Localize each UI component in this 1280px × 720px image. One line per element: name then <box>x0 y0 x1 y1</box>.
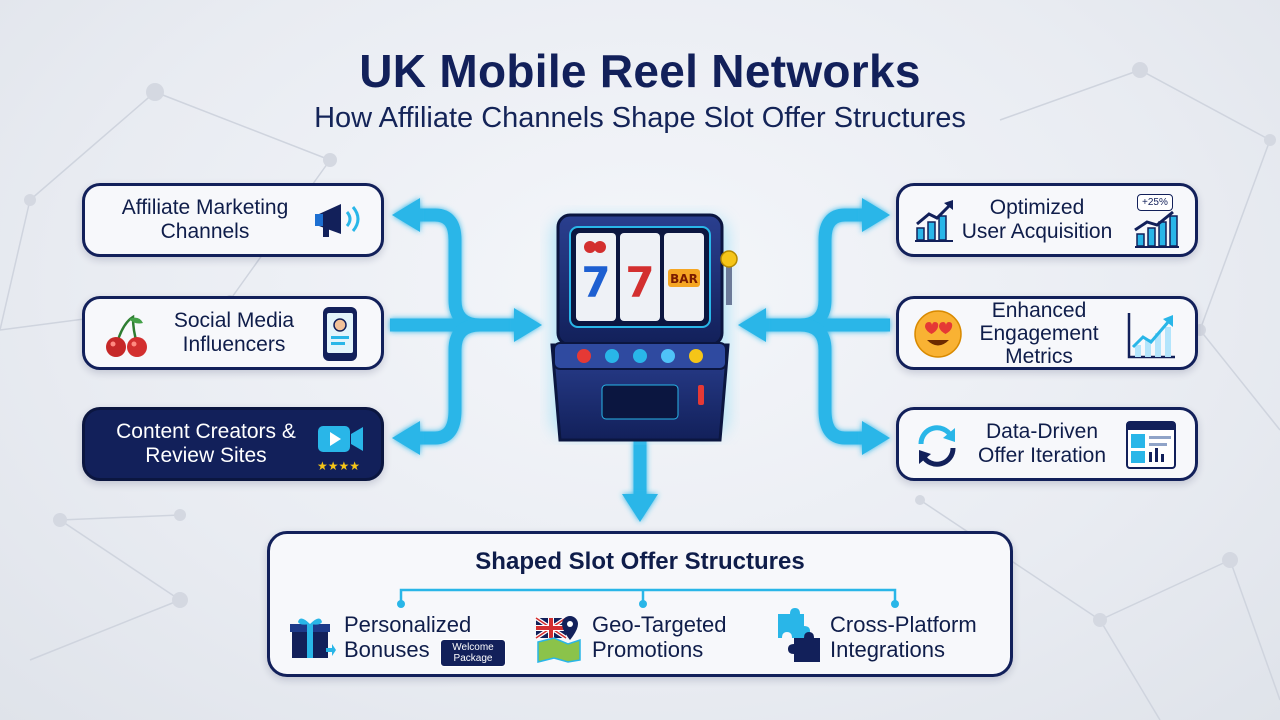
dashboard-window-icon <box>1126 421 1176 469</box>
card-label: Channels <box>160 220 250 243</box>
uk-map-pin-icon <box>534 616 581 663</box>
badge-text: Welcome <box>452 642 494 653</box>
puzzle-pieces-icon <box>778 608 820 662</box>
card-offer-iteration: Data-Driven Offer Iteration <box>896 407 1198 481</box>
bar-chart-icon <box>915 200 953 242</box>
offer-label: Geo-Targeted <box>592 612 727 637</box>
welcome-package-badge: Welcome Package <box>440 639 506 667</box>
reel-symbol: 7 <box>581 258 610 307</box>
panel-connector <box>397 588 899 608</box>
trend-chart-icon <box>1127 313 1175 359</box>
cherry-icon <box>106 314 147 357</box>
offer-cross-platform: Cross-Platform Integrations <box>774 604 1004 664</box>
arrow-right-bottom <box>799 318 870 445</box>
card-social-media: Social Media Influencers <box>82 296 384 370</box>
card-affiliate-marketing: Affiliate Marketing Channels <box>82 183 384 257</box>
refresh-cycle-icon <box>918 425 956 467</box>
card-label: User Acquisition <box>961 220 1113 243</box>
card-label: Affiliate Marketing <box>121 196 289 219</box>
panel-title: Shaped Slot Offer Structures <box>475 548 805 575</box>
page-title: UK Mobile Reel Networks <box>359 45 921 97</box>
reel-symbol: 7 <box>625 258 654 307</box>
offer-label: Cross-Platform <box>830 612 977 637</box>
arrow-left-top <box>405 208 520 332</box>
card-label: Metrics <box>1005 344 1073 368</box>
card-label: Enhanced <box>991 298 1087 322</box>
card-label: Social Media <box>173 309 295 332</box>
page-subtitle: How Affiliate Channels Shape Slot Offer … <box>314 102 966 134</box>
offer-geo-targeted: Geo-Targeted Promotions <box>534 604 754 664</box>
card-label: Optimized <box>989 196 1085 219</box>
video-camera-icon: ★★★★ <box>317 426 363 473</box>
offer-label: Promotions <box>592 637 704 662</box>
gift-box-icon <box>290 618 336 658</box>
offer-label: Bonuses <box>344 637 430 662</box>
smartphone-profile-icon <box>323 307 357 361</box>
card-label: Content Creators & <box>116 420 296 443</box>
card-label: Data-Driven <box>985 420 1099 443</box>
megaphone-icon <box>315 204 360 237</box>
reel-symbol: BAR <box>670 272 698 286</box>
offer-label: Personalized <box>344 612 472 637</box>
card-user-acquisition: Optimized User Acquisition +25% <box>896 183 1198 257</box>
card-label: Engagement <box>979 321 1099 345</box>
slot-machine-icon: 7 7 BAR <box>550 213 738 442</box>
growth-badge: +25% <box>1137 194 1173 211</box>
badge-text: Package <box>453 653 493 664</box>
offer-personalized-bonuses: Personalized Bonuses Welcome Package <box>288 604 518 667</box>
growth-chart-icon <box>1134 210 1179 248</box>
arrow-right-top <box>760 208 870 332</box>
heart-eyes-emoji-icon <box>914 310 962 358</box>
arrow-left-bottom <box>405 318 481 445</box>
card-label: Offer Iteration <box>977 444 1106 467</box>
card-content-creators: Content Creators & Review Sites ★★★★ <box>82 407 384 481</box>
shaped-offers-panel: Shaped Slot Offer Structures Personalize… <box>267 531 1013 677</box>
card-engagement-metrics: Enhanced Engagement Metrics <box>896 296 1198 370</box>
card-label: Influencers <box>182 333 286 356</box>
svg-text:★★★★: ★★★★ <box>317 459 360 473</box>
offer-label: Integrations <box>830 637 945 662</box>
card-label: Review Sites <box>145 444 267 467</box>
